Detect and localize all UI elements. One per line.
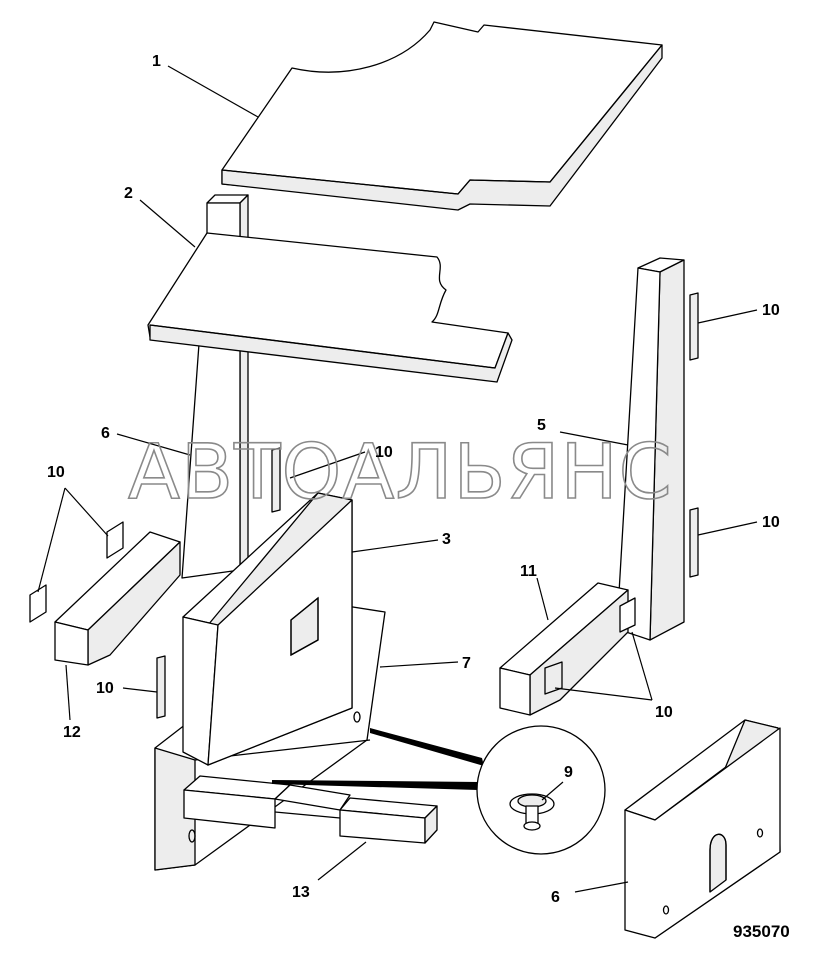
part-3-board (182, 492, 353, 766)
callout-10-lower-right: 10 (762, 514, 780, 531)
pad-left-inner (106, 521, 124, 559)
leader-lines (37, 65, 758, 893)
callout-12: 12 (63, 724, 81, 741)
callout-6-upper: 6 (101, 425, 110, 442)
callout-13: 13 (292, 884, 310, 901)
pad-11-end (619, 597, 636, 633)
callout-9: 9 (564, 764, 573, 781)
callout-1: 1 (152, 53, 161, 70)
callout-6-lower: 6 (551, 889, 560, 906)
part-2-plate (147, 232, 513, 383)
callout-10-under-12: 10 (96, 680, 114, 697)
part-1-top-plate (221, 21, 663, 211)
callout-10-upper-right: 10 (762, 302, 780, 319)
part-13-bar (183, 775, 438, 844)
callout-10-center: 10 (375, 444, 393, 461)
pad-left-outer (29, 584, 47, 623)
callout-2: 2 (124, 185, 133, 202)
part-12-bar (54, 531, 181, 666)
callout-10-bar-11: 10 (655, 704, 673, 721)
part-11-bar (499, 582, 629, 716)
callout-5: 5 (537, 417, 546, 434)
callout-7: 7 (462, 655, 471, 672)
pad-under-12 (156, 655, 166, 719)
callout-11: 11 (520, 563, 537, 580)
pad-behind-6 (271, 447, 281, 513)
callout-10-left: 10 (47, 464, 65, 481)
pad-5-upper (689, 292, 699, 361)
pad-5-lower (689, 507, 699, 578)
watermark-text: АВТОАЛЬЯНС (128, 427, 673, 516)
detail-fastener-9 (272, 725, 606, 855)
part-6-end-plate (624, 719, 781, 939)
part-10-pads (29, 292, 699, 719)
callout-3: 3 (442, 531, 451, 548)
drawing-number: 935070 (733, 922, 790, 941)
part-5-panel (617, 257, 685, 641)
